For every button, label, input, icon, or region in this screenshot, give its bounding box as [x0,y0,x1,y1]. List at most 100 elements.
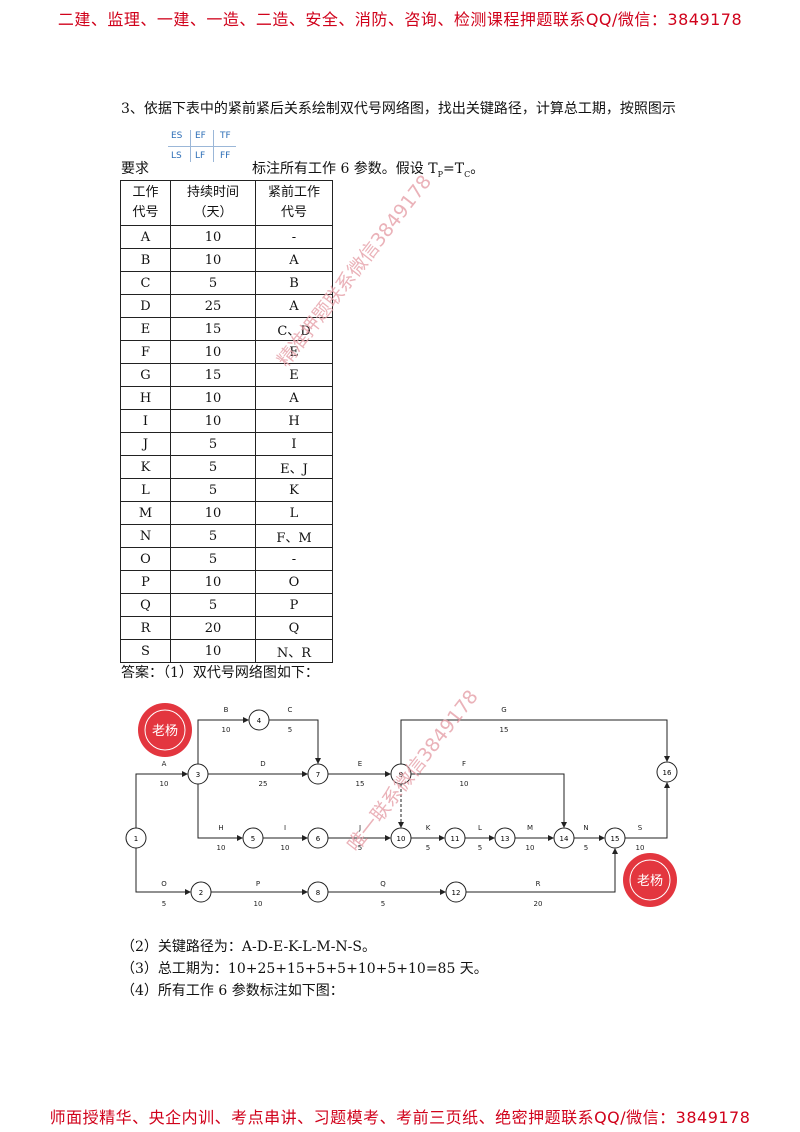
node-circle [307,881,329,903]
cell-duration: 5 [170,478,256,502]
activity-arrow-s [625,782,670,839]
cell-code: S [120,639,171,663]
cell-duration: 5 [170,593,256,617]
node-circle [307,827,329,849]
cell-predecessor: E、J [255,455,333,479]
cell-predecessor: F、M [255,524,333,548]
node-number: 13 [501,835,510,843]
network-node: 1 [125,827,147,849]
top-banner: 二建、监理、一建、一造、二造、安全、消防、咨询、检测课程押题联系QQ/微信：38… [57,10,743,29]
node-circle [307,763,329,785]
cell-duration: 10 [170,225,256,249]
node-circle [445,881,467,903]
cell-code: M [120,501,171,525]
cell-duration: 5 [170,432,256,456]
cell-predecessor: L [255,501,333,525]
legend-ff: FF [220,151,231,161]
node-number: 5 [251,835,255,843]
cell-predecessor: O [255,570,333,594]
node-circle [390,827,412,849]
cell-code: H [120,386,171,410]
cell-code: L [120,478,171,502]
cell-predecessor: E [255,363,333,387]
activity-name-label: A [162,760,167,768]
cell-predecessor: Q [255,616,333,640]
cell-predecessor: P [255,593,333,617]
activity-duration-label: 5 [162,900,166,908]
node-number: 10 [397,835,406,843]
question-line-2: 标注所有工作 6 参数。假设 TP=TC。 [252,161,485,179]
activity-duration-label: 15 [356,780,365,788]
activity-arrow-b [197,717,249,764]
cell-code: D [120,294,171,318]
network-node: 8 [307,881,329,903]
activity-name-label: B [224,706,229,714]
answer-2: （2）关键路径为：A-D-E-K-L-M-N-S。 [121,939,377,955]
activity-duration-label: 10 [526,844,535,852]
node-circle [248,709,270,731]
cell-predecessor: A [255,248,333,272]
activity-arrow-f [411,773,567,828]
cell-duration: 10 [170,409,256,433]
activity-duration-label: 5 [358,844,362,852]
node-circle [242,827,264,849]
activity-name-label: O [161,880,167,888]
node-number: 2 [199,889,203,897]
activity-name-label: N [583,824,588,832]
activity-arrow-a [135,771,188,828]
cell-predecessor: N、R [255,639,333,663]
activity-name-label: I [284,824,286,832]
node-number: 4 [257,717,262,725]
activity-arrow-h [197,784,243,841]
activity-name-label: K [426,824,431,832]
cell-predecessor: A [255,386,333,410]
node-number: 8 [316,889,320,897]
activity-duration-label: 10 [254,900,263,908]
activity-name-label: R [536,880,541,888]
node-circle [604,827,626,849]
cell-code: N [120,524,171,548]
cell-predecessor: H [255,409,333,433]
activity-arrow-g [400,719,670,764]
cell-code: I [120,409,171,433]
legend-ls: LS [171,151,182,161]
cell-duration: 5 [170,524,256,548]
cell-duration: 10 [170,248,256,272]
cell-predecessor: K [255,478,333,502]
activity-duration-label: 5 [584,844,588,852]
cell-code: Q [120,593,171,617]
cell-duration: 10 [170,501,256,525]
activity-name-label: F [462,760,466,768]
cell-code: O [120,547,171,571]
cell-code: K [120,455,171,479]
cell-duration: 25 [170,294,256,318]
cell-code: R [120,616,171,640]
activity-name-label: Q [380,880,386,888]
node-number: 14 [560,835,569,843]
node-circle [187,763,209,785]
question-line-1: 3、依据下表中的紧前紧后关系绘制双代号网络图，找出关键路径，计算总工期，按照图示 [121,101,676,117]
network-node: 6 [307,827,329,849]
header-predecessor: 紧前工作代号 [255,180,333,226]
network-node: 15 [604,827,626,849]
answer-4: （4）所有工作 6 参数标注如下图： [121,983,344,999]
cell-duration: 15 [170,363,256,387]
table-header-row: 工作代号 持续时间（天） 紧前工作代号 [120,180,333,226]
node-circle [494,827,516,849]
node-number: 15 [611,835,620,843]
activity-duration-label: 5 [426,844,430,852]
legend-tf: TF [220,131,231,141]
activity-arrow-o [135,848,191,895]
cell-duration: 10 [170,386,256,410]
activity-duration-label: 25 [259,780,268,788]
activity-duration-label: 5 [478,844,482,852]
activity-arrow-c [269,719,321,764]
node-number: 9 [399,771,403,779]
node-number: 1 [134,835,138,843]
legend-lf: LF [195,151,206,161]
activity-duration-label: 10 [160,780,169,788]
